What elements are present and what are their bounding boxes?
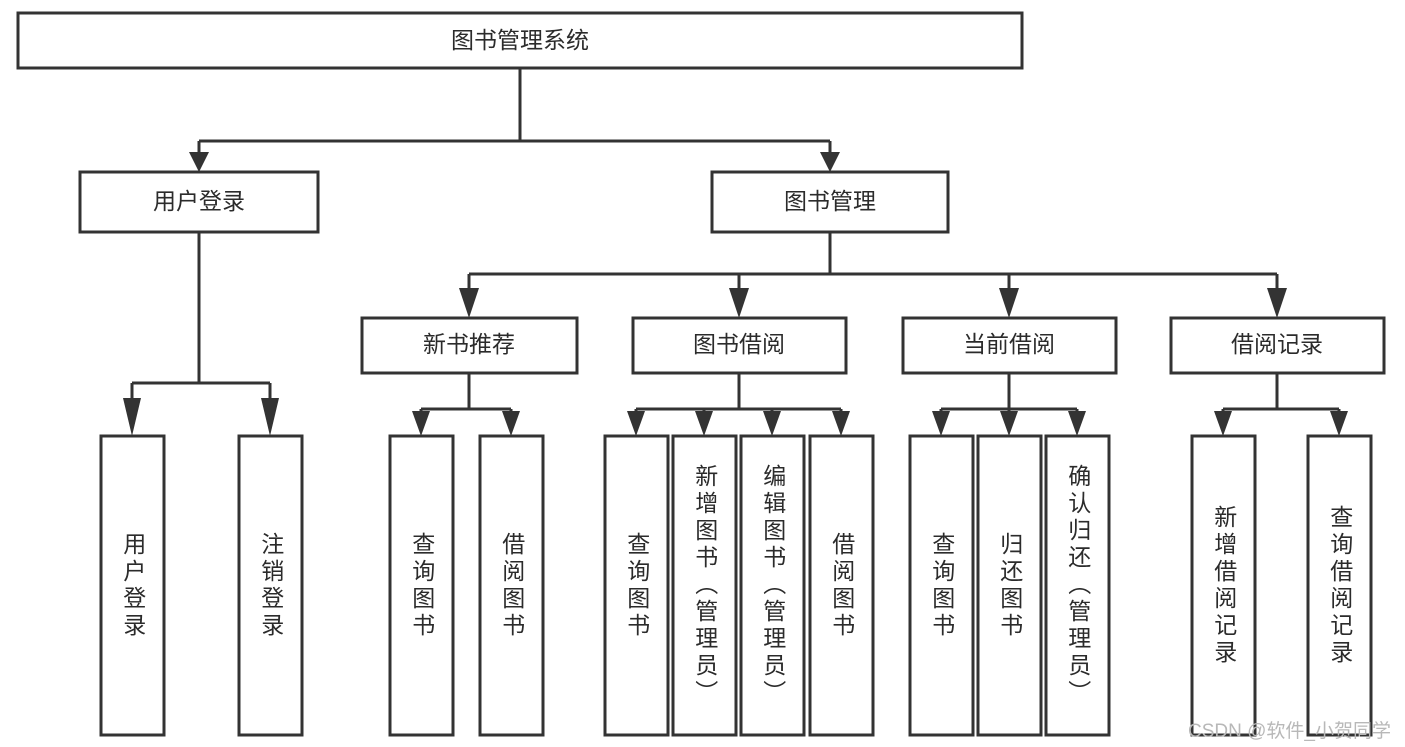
node-leaf-query-book-1[interactable] <box>388 434 455 737</box>
node-book-borrow[interactable] <box>631 316 848 375</box>
node-borrow-record[interactable] <box>1169 316 1386 375</box>
arrow-head-icon <box>832 411 850 436</box>
arrow-head-icon <box>820 152 840 172</box>
connector-group-new-book <box>412 373 520 436</box>
node-leaf-add-borrow-record[interactable] <box>1190 434 1257 737</box>
node-leaf-query-borrow-record[interactable] <box>1306 434 1373 737</box>
node-leaf-borrow-book-2[interactable] <box>808 434 875 737</box>
arrow-head-icon <box>189 152 209 172</box>
node-leaf-add-book-admin[interactable] <box>671 434 738 737</box>
arrow-head-icon <box>1068 411 1086 436</box>
node-book-manage-label: 图书管理 <box>784 188 876 214</box>
node-leaf-borrow-book-1[interactable] <box>478 434 545 737</box>
connector-group-book-borrow <box>627 373 850 436</box>
node-leaf-logout[interactable] <box>237 434 304 737</box>
connector-group-book-manage <box>459 232 1287 318</box>
node-leaf-user-login[interactable] <box>99 434 166 737</box>
node-leaf-confirm-return-admin[interactable] <box>1044 434 1111 737</box>
arrow-head-icon <box>1214 411 1232 436</box>
arrow-head-icon <box>729 288 749 318</box>
watermark-text: CSDN @软件_小贺同学 <box>1188 721 1391 742</box>
arrow-head-icon <box>763 411 781 436</box>
arrow-head-icon <box>412 411 430 436</box>
node-book-borrow-label: 图书借阅 <box>693 331 785 357</box>
node-leaf-query-book-3[interactable] <box>908 434 975 737</box>
node-current-borrow-label: 当前借阅 <box>963 331 1055 357</box>
node-new-book-recommend-label: 新书推荐 <box>423 331 515 357</box>
connector-group-borrow-record <box>1214 373 1348 436</box>
arrow-head-icon <box>459 288 479 318</box>
node-borrow-record-label: 借阅记录 <box>1231 331 1323 357</box>
node-leaf-return-book[interactable] <box>976 434 1043 737</box>
arrow-head-icon <box>1330 411 1348 436</box>
arrow-head-icon <box>627 411 645 436</box>
node-root[interactable] <box>16 11 1024 70</box>
connector-group-root <box>189 68 840 172</box>
node-root-label: 图书管理系统 <box>451 27 589 53</box>
node-leaf-edit-book-admin[interactable] <box>739 434 806 737</box>
arrow-head-icon <box>999 288 1019 318</box>
arrow-head-icon <box>932 411 950 436</box>
node-book-manage[interactable] <box>710 170 950 234</box>
node-leaf-query-book-2[interactable] <box>603 434 670 737</box>
node-user-login-label: 用户登录 <box>153 188 245 214</box>
arrow-head-icon <box>502 411 520 436</box>
arrow-head-icon <box>261 398 279 436</box>
node-new-book-recommend[interactable] <box>360 316 579 375</box>
connector-group-current-borrow <box>932 373 1086 436</box>
connector-group-user-login <box>123 232 279 436</box>
arrow-head-icon <box>1267 288 1287 318</box>
arrow-head-icon <box>123 398 141 436</box>
node-current-borrow[interactable] <box>901 316 1118 375</box>
node-user-login[interactable] <box>78 170 320 234</box>
arrow-head-icon <box>1000 411 1018 436</box>
arrow-head-icon <box>695 411 713 436</box>
